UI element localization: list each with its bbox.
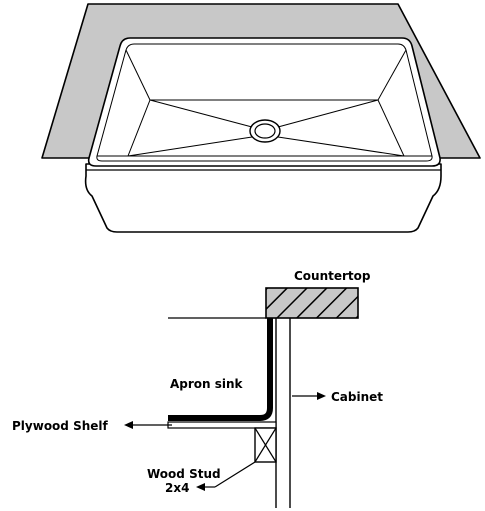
apron-sink-profile: [168, 318, 273, 421]
sink-apron-front: [84, 163, 442, 233]
sink-rim: [87, 37, 441, 167]
cabinet-label: Cabinet: [331, 390, 383, 404]
apron-sink-label: Apron sink: [170, 377, 244, 391]
sink-inner-rim: [96, 43, 433, 162]
countertop-label: Countertop: [294, 269, 371, 283]
countertop-block: [265, 287, 359, 319]
cross-section: Countertop Apron sink Cabinet Plywood Sh…: [12, 269, 383, 508]
wood-stud-label: Wood Stud: [147, 467, 221, 481]
plywood-shelf-label: Plywood Shelf: [12, 419, 109, 433]
plywood-shelf: [167, 421, 277, 429]
wood-stud-arrow: [214, 461, 256, 488]
wood-stud-size-label: 2x4: [165, 481, 189, 495]
sink-illustration: [41, 3, 481, 233]
